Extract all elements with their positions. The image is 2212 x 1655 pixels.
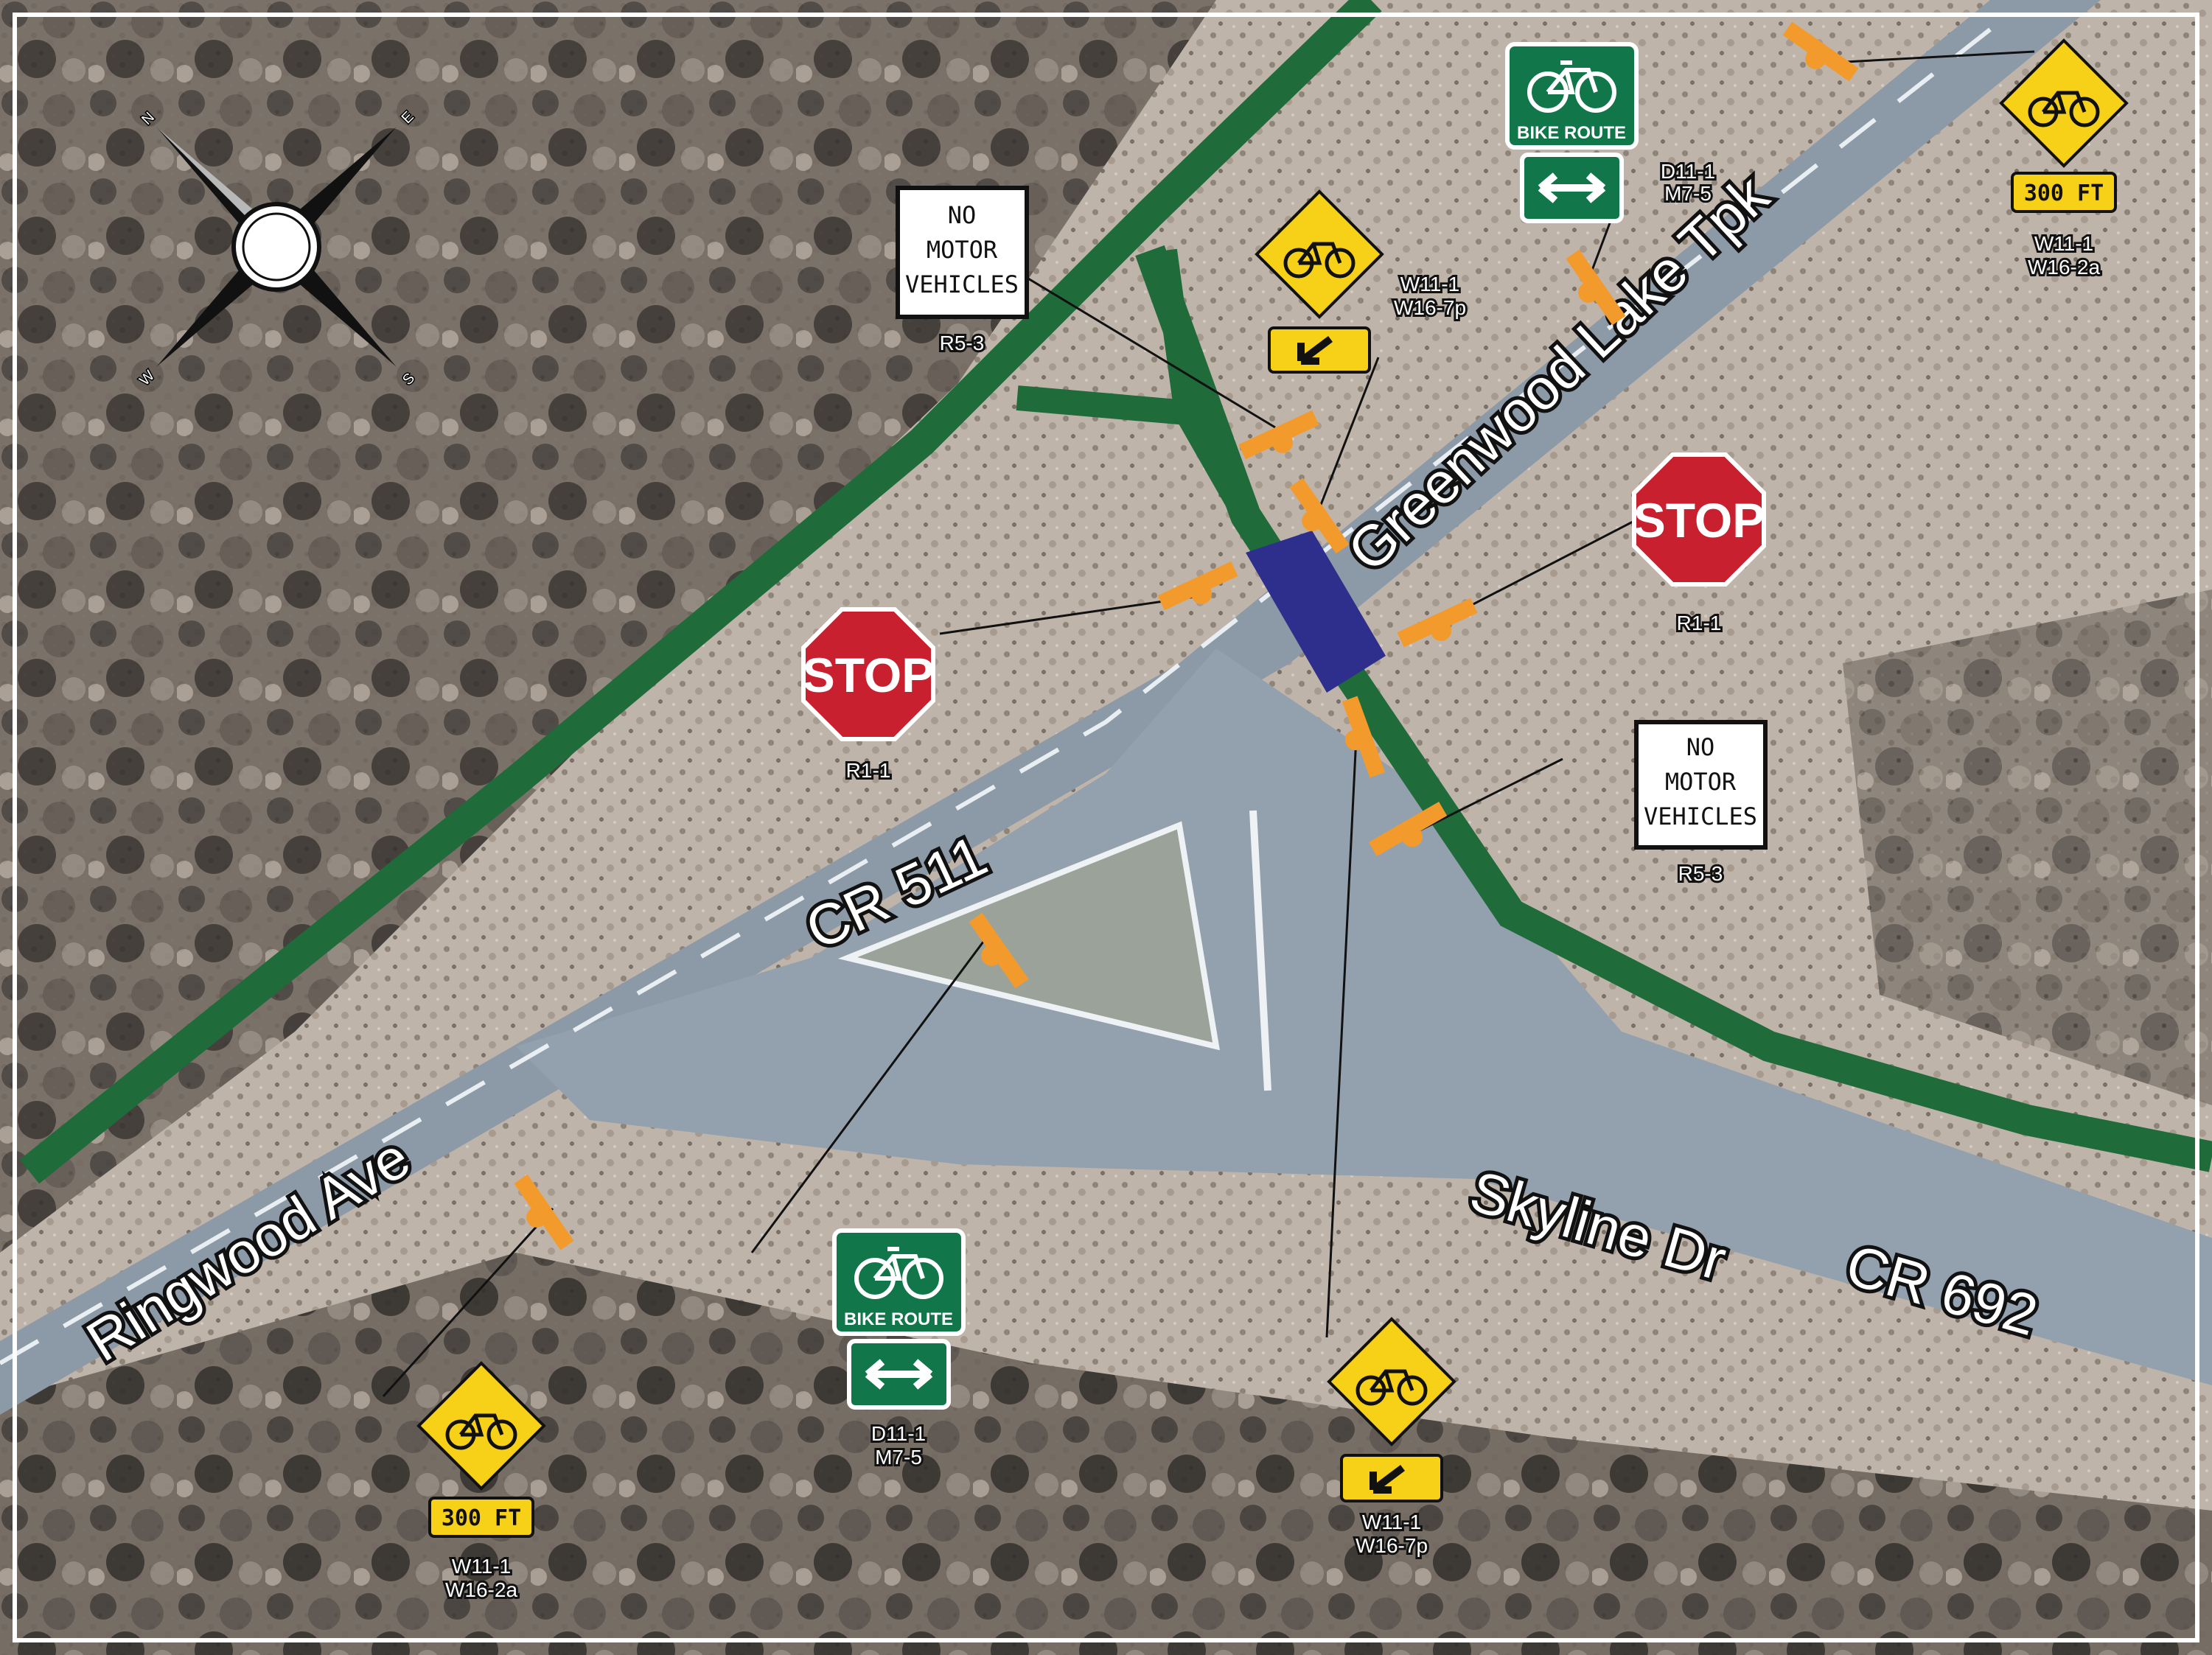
sign-line: NO — [1686, 733, 1715, 761]
multi-use-trail — [19, 0, 2212, 1184]
stop-label: STOP — [803, 648, 935, 702]
sign-line: MOTOR — [927, 236, 998, 264]
sign-code: R5-3 — [1678, 862, 1723, 885]
sign-bike-route-bottom: BIKE ROUTE D11-1 M7-5 — [832, 1228, 966, 1471]
plaque-300ft: 300 FT — [2024, 181, 2104, 206]
bicycle-icon — [854, 1247, 943, 1299]
sign-no-motor-vehicles-right: NO MOTOR VEHICLES R5-3 — [1634, 720, 1768, 887]
roadways — [0, 0, 2212, 1415]
sign-code: R5-3 — [940, 332, 985, 354]
bicycle-icon — [445, 1413, 517, 1450]
sign-bike-warning-300ft-top: 300 FT W11-1 W16-2a — [1999, 38, 2129, 281]
bicycle-icon — [2028, 91, 2100, 127]
sign-code: W11-1 — [2034, 232, 2093, 255]
sign-code: W16-2a — [2028, 256, 2100, 279]
sign-code: R1-1 — [1677, 612, 1722, 634]
double-arrow-icon — [865, 1359, 933, 1390]
sign-code: W11-1 — [1400, 273, 1459, 295]
sign-code: D11-1 — [871, 1422, 926, 1445]
sign-code: W16-7p — [1394, 296, 1466, 319]
sign-code: M7-5 — [875, 1446, 922, 1469]
sign-no-motor-vehicles-top: NO MOTOR VEHICLES R5-3 — [896, 186, 1029, 357]
bicycle-icon — [1283, 242, 1356, 279]
wooded-area-south — [0, 1253, 2212, 1655]
sign-markers — [514, 21, 1859, 1250]
sign-code: D11-1 — [1661, 160, 1715, 183]
wooded-area-east — [1843, 589, 2212, 1105]
sign-bike-route-top: BIKE ROUTE D11-1 M7-5 — [1505, 42, 1717, 223]
plaque-300ft: 300 FT — [442, 1505, 521, 1531]
sign-line: VEHICLES — [905, 270, 1019, 298]
bicycle-icon — [1356, 1369, 1428, 1406]
map-frame — [13, 13, 2199, 1642]
bike-route-label: BIKE ROUTE — [1517, 123, 1626, 143]
sign-code: M7-5 — [1664, 182, 1712, 205]
bicycle-icon — [1527, 60, 1616, 113]
sign-bike-warning-300ft-bottom: 300 FT W11-1 W16-2a — [416, 1361, 546, 1603]
sign-line: MOTOR — [1665, 768, 1737, 796]
sign-line: NO — [948, 201, 977, 229]
leader-lines — [382, 50, 2035, 1398]
diagonal-arrow-icon — [1370, 1465, 1405, 1494]
stop-label: STOP — [1633, 493, 1765, 547]
sign-stop-left: STOP R1-1 — [801, 607, 935, 784]
sign-stop-right: STOP R1-1 — [1632, 452, 1766, 637]
sign-bike-warning-arrow-bottom: W11-1 W16-7p — [1327, 1317, 1456, 1559]
sign-code: W11-1 — [1362, 1511, 1421, 1533]
sign-code: W11-1 — [452, 1555, 511, 1578]
sign-line: VEHICLES — [1644, 802, 1757, 830]
sign-code: W16-7p — [1356, 1534, 1428, 1557]
sign-code: R1-1 — [846, 759, 891, 782]
double-arrow-icon — [1538, 172, 1606, 203]
compass-rose: N E S W — [136, 108, 419, 391]
sign-bike-warning-arrow-top: W11-1 W16-7p — [1255, 189, 1468, 374]
diagonal-arrow-icon — [1297, 336, 1333, 365]
trail-crossing — [1246, 531, 1386, 693]
bike-route-label: BIKE ROUTE — [844, 1309, 953, 1329]
sign-code: W16-2a — [445, 1578, 517, 1601]
